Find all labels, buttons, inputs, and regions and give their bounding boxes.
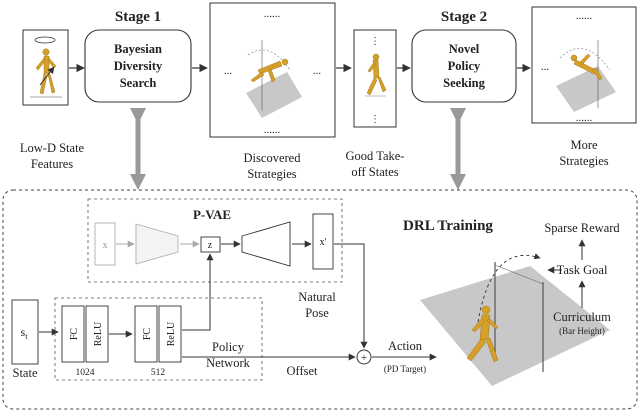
- relu-layer-1: [85, 305, 109, 363]
- pvae-xprime-label: x': [320, 237, 327, 248]
- stage2-title: Stage 2: [441, 9, 487, 25]
- stage1-box-line-2: Diversity: [114, 59, 163, 73]
- sum-symbol: +: [361, 352, 367, 364]
- action-sub-label: (PD Target): [384, 364, 426, 374]
- stage1-output-label-2: Strategies: [247, 167, 296, 181]
- stage1-dots-left: ...: [224, 65, 233, 77]
- input-character-thumbnail: [22, 29, 69, 106]
- curriculum-sub-label: (Bar Height): [559, 326, 605, 336]
- stage2-input-label-1: Good Take-: [346, 149, 405, 163]
- stage2-dots-bottom: ......: [576, 112, 593, 124]
- svg-text:⋮: ⋮: [370, 114, 380, 125]
- layer1-units: 1024: [76, 368, 95, 378]
- stage2-seeking-box: Novel Policy Seeking: [411, 29, 517, 103]
- latent-z-box: [200, 236, 221, 253]
- natural-pose-label-2: Pose: [305, 306, 329, 320]
- stage1-output-label-1: Discovered: [244, 151, 302, 165]
- stage2-dots-top: ......: [576, 10, 593, 22]
- relu1-label: ReLU: [93, 321, 104, 346]
- layer2-units: 512: [151, 368, 166, 378]
- offset-label: Offset: [286, 364, 318, 378]
- pvae-z-label: z: [208, 240, 213, 251]
- stage2-box-line-2: Policy: [448, 59, 481, 73]
- policy-network-region: [54, 297, 263, 381]
- flip-jump-figure-icon: [570, 53, 603, 81]
- stage1-dots-right: ...: [313, 65, 322, 77]
- decoder-trapezoid: [241, 221, 291, 267]
- state-symbol: st: [21, 325, 29, 341]
- drl-training-region: [2, 189, 638, 410]
- policy-network-label-1: Policy: [212, 340, 245, 354]
- sum-node: [356, 349, 372, 365]
- encoder-trapezoid: [135, 223, 179, 265]
- pvae-title: P-VAE: [193, 207, 231, 222]
- fc1-label: FC: [69, 328, 80, 341]
- jump-trajectory-arrow: [477, 253, 541, 323]
- stage2-output-label-2: Strategies: [559, 154, 608, 168]
- action-label: Action: [388, 339, 423, 353]
- stage1-box-line-3: Search: [120, 76, 157, 90]
- stage1-box-line-1: Bayesian: [114, 42, 162, 56]
- fc-layer-1: FC: [61, 305, 85, 363]
- running-figure-icon: [366, 53, 387, 96]
- stage1-title: Stage 1: [115, 9, 161, 25]
- curriculum-label: Curriculum: [553, 310, 611, 324]
- jumping-figure-icon: [250, 58, 289, 83]
- high-jump-bar: [494, 264, 544, 285]
- stage1-input-label-1: Low-D State: [20, 141, 85, 155]
- stage1-input-label-2: Features: [31, 157, 73, 171]
- simulation-scene: [420, 253, 610, 386]
- fc2-label: FC: [142, 328, 153, 341]
- relu-layer-2: [158, 305, 182, 363]
- svg-text:⋮: ⋮: [370, 36, 380, 47]
- pvae-module: P-VAE x z x': [87, 198, 343, 283]
- drl-title: DRL Training: [403, 218, 493, 234]
- state-label: State: [13, 366, 38, 380]
- stage2-dots-left: ...: [541, 61, 550, 73]
- relu2-label: ReLU: [166, 321, 177, 346]
- state-input: st: [11, 299, 39, 365]
- stage2-box-line-1: Novel: [449, 42, 480, 56]
- stage1-search-box: Bayesian Diversity Search: [84, 29, 192, 103]
- stage2-input-label-2: off States: [351, 165, 398, 179]
- stage1-dots-top: ......: [264, 8, 281, 20]
- reconstructed-pose-box: [312, 213, 334, 270]
- stage2-box-line-3: Seeking: [443, 76, 485, 90]
- natural-pose-label-1: Natural: [298, 290, 336, 304]
- policy-network-label-2: Network: [206, 356, 250, 370]
- stage1-dots-bottom: ......: [264, 124, 281, 136]
- discovered-strategies-panel: ...... ...... ... ...: [209, 2, 336, 138]
- task-goal-label: Task Goal: [557, 263, 608, 277]
- sparse-reward-label: Sparse Reward: [544, 221, 620, 235]
- fc-layer-2: [134, 305, 158, 363]
- pvae-x-label: x: [103, 240, 108, 251]
- stage2-output-label-1: More: [570, 138, 598, 152]
- more-strategies-panel: ...... ...... ...: [531, 6, 637, 124]
- takeoff-states-panel: ⋮ ⋮: [353, 29, 397, 128]
- jumper-figure-icon: [466, 305, 499, 363]
